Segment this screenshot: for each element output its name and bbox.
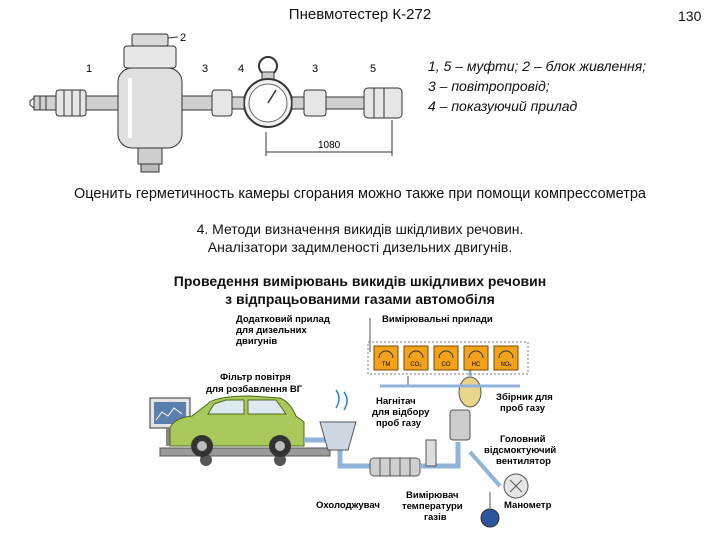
label-fan-3: вентилятор (496, 456, 551, 467)
gauge-label: TM (382, 362, 391, 368)
label-filter-2: для розбавлення ВГ (206, 384, 303, 395)
label-pump-3: проб газу (376, 418, 422, 429)
label-temp-3: газів (424, 512, 447, 523)
gas-collector (458, 376, 482, 408)
label-manometer: Манометр (504, 500, 552, 511)
coupling-5 (363, 87, 403, 119)
label-temp-2: температури (402, 501, 463, 512)
emissions-diagram: TM CO₂ CO HC NOₓ Додатковий прилад для дизел… (149, 314, 556, 528)
label-fan-2: відсмоктуючий (484, 445, 556, 456)
measurement-heading-line: Проведення вимірювань викидів шкідливих … (173, 273, 547, 289)
measurement-heading-line: з відпрацьованими газами автомобіля (225, 291, 495, 307)
legend-line: 4 – показуючий прилад (428, 98, 578, 114)
callout-2: 2 (180, 32, 186, 44)
temperature-meter (425, 439, 437, 467)
hose-nozzle (33, 95, 57, 111)
cooler (369, 457, 421, 477)
air-filter (319, 421, 357, 451)
gauge-label: CO (442, 362, 451, 368)
compressometer-sentence: Оценить герметичность камеры сгорания мо… (74, 186, 646, 202)
label-cooler: Охолоджувач (316, 500, 380, 511)
gauge-box (403, 345, 429, 371)
label-extra-device-3: двигунів (236, 336, 277, 347)
dimension-label: 1080 (318, 140, 341, 151)
power-block-cap (131, 33, 169, 47)
label-fan-1: Головний (500, 434, 546, 445)
manometer-icon (480, 508, 500, 528)
callout-4: 4 (238, 63, 244, 75)
callout-3b: 3 (312, 63, 318, 75)
label-collector-1: Збірник для (496, 392, 553, 403)
gauge-group: TM CO₂ CO HC NOₓ (373, 345, 519, 371)
label-collector-2: проб газу (500, 403, 546, 414)
legend-line: 3 – повітропровід; (428, 78, 550, 94)
section-heading: 4. Методи визначення викидів шкідливих р… (0, 220, 720, 256)
page-number: 130 (678, 8, 702, 24)
gauge-label: NOₓ (501, 362, 512, 368)
power-block (117, 67, 183, 149)
label-pump-1: Нагнітач (376, 396, 416, 407)
label-pump-2: для відбору (372, 407, 430, 418)
section-heading-line: 4. Методи визначення викидів шкідливих р… (196, 221, 524, 237)
pneumotester-illustration: 2 1 3 4 3 5 1080 (29, 32, 403, 173)
legend-line: 1, 5 – муфти; 2 – блок живлення; (428, 58, 647, 74)
label-filter-1: Фільтр повітря (220, 372, 291, 383)
gauge-label: HC (472, 362, 481, 368)
callout-1: 1 (86, 63, 92, 75)
slide-title: Пневмотестер К-272 (288, 6, 432, 23)
gauge-box (463, 345, 489, 371)
sampling-pump (449, 409, 471, 441)
label-temp-1: Вимірювач (406, 490, 459, 501)
label-instruments: Вимірювальні прилади (382, 314, 493, 325)
section-heading-line: Аналізатори задимленості дизельних двигу… (207, 239, 513, 255)
callout-3: 3 (202, 63, 208, 75)
coupling-1 (55, 89, 87, 117)
gauge-box (373, 345, 399, 371)
callout-5: 5 (370, 63, 376, 75)
gauge-label: CO₂ (410, 362, 422, 368)
gauge-box (433, 345, 459, 371)
measurement-heading: Проведення вимірювань викидів шкідливих … (0, 272, 720, 308)
tester-legend: 1, 5 – муфти; 2 – блок живлення; 3 – пов… (428, 56, 646, 116)
label-extra-device-1: Додатковий прилад (236, 314, 330, 325)
gauge-box (493, 345, 519, 371)
label-extra-device-2: для дизельних (236, 325, 307, 336)
